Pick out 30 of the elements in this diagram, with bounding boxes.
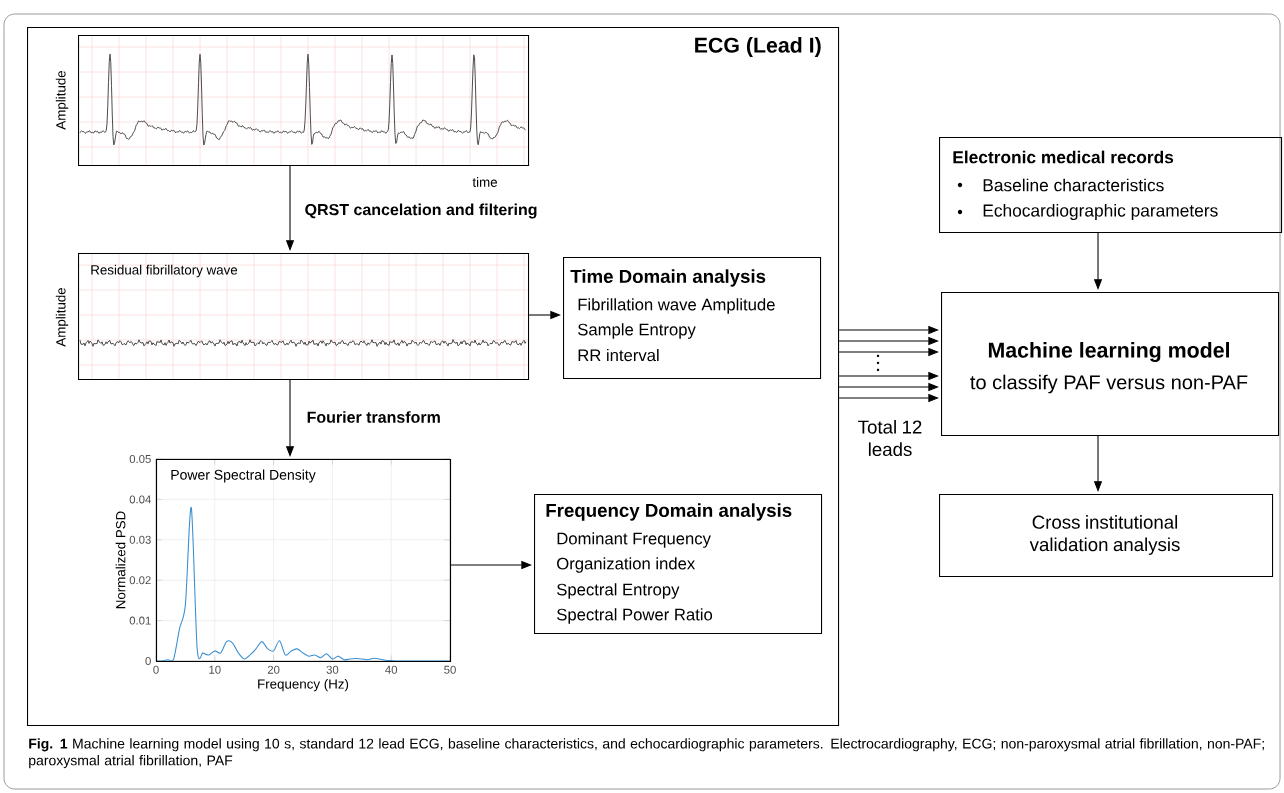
- plot-frame: Power Spectral Density: [156, 459, 452, 663]
- x-tick-label: 0: [153, 665, 159, 674]
- ecg-strip-drawing: Amplitude time: [55, 34, 530, 187]
- x-tick-label: 40: [385, 665, 398, 674]
- y-axis-title: Normalized PSD: [115, 511, 126, 609]
- y-tick-label: 0: [145, 657, 151, 666]
- ecg-strip-drawing: Residual fibrillatory wave Amplitude: [55, 252, 530, 381]
- edge-label: Fourier transform: [305, 409, 443, 425]
- lead-count-label: Total 12 leads: [858, 419, 922, 457]
- node-label: time: [472, 177, 497, 187]
- records-box: Electronic medical records Baseline characteristics Echocardiographic parameters: [939, 137, 1283, 234]
- node-label: Amplitude: [55, 70, 69, 130]
- y-tick-label: 0.02: [129, 576, 151, 585]
- edge-label: QRST cancelation and filtering: [303, 202, 539, 220]
- y-tick-label: 0.04: [129, 495, 151, 504]
- x-tick-label: 50: [444, 665, 456, 674]
- analysis-box: Frequency Domain analysis Dominant Frequency Organization index Spectral Entropy Spectral Power Ratio: [534, 494, 823, 635]
- y-tick-label: 0.05: [129, 455, 151, 464]
- y-tick-label: 0.03: [129, 535, 151, 544]
- model-box: Machine learning model to classify PAF versus non-PAF: [941, 292, 1280, 437]
- analysis-box: Time Domain analysis Fibrillation wave Amplitude Sample Entropy RR interval: [563, 257, 822, 380]
- y-tick-label: 0.01: [129, 616, 151, 625]
- node-label: Amplitude: [55, 287, 69, 347]
- line-series: [156, 506, 450, 661]
- x-tick-label: 20: [267, 665, 280, 674]
- x-tick-label: 30: [326, 665, 339, 674]
- result-box: Cross institutional validation analysis: [939, 494, 1274, 578]
- x-axis-title: Frequency (Hz): [258, 678, 349, 692]
- x-tick-label: 10: [209, 665, 221, 674]
- figure-caption: Fig. 1 Machine learning model using 10 s, standard 12 lead ECG, baseline characteristics, and echocardiographic parameters. Electrocardiography, ECG; non-paroxysmal atrial fibrillation, non-PAF; paroxysmal atrial fibrillation, PAF: [29, 738, 1264, 769]
